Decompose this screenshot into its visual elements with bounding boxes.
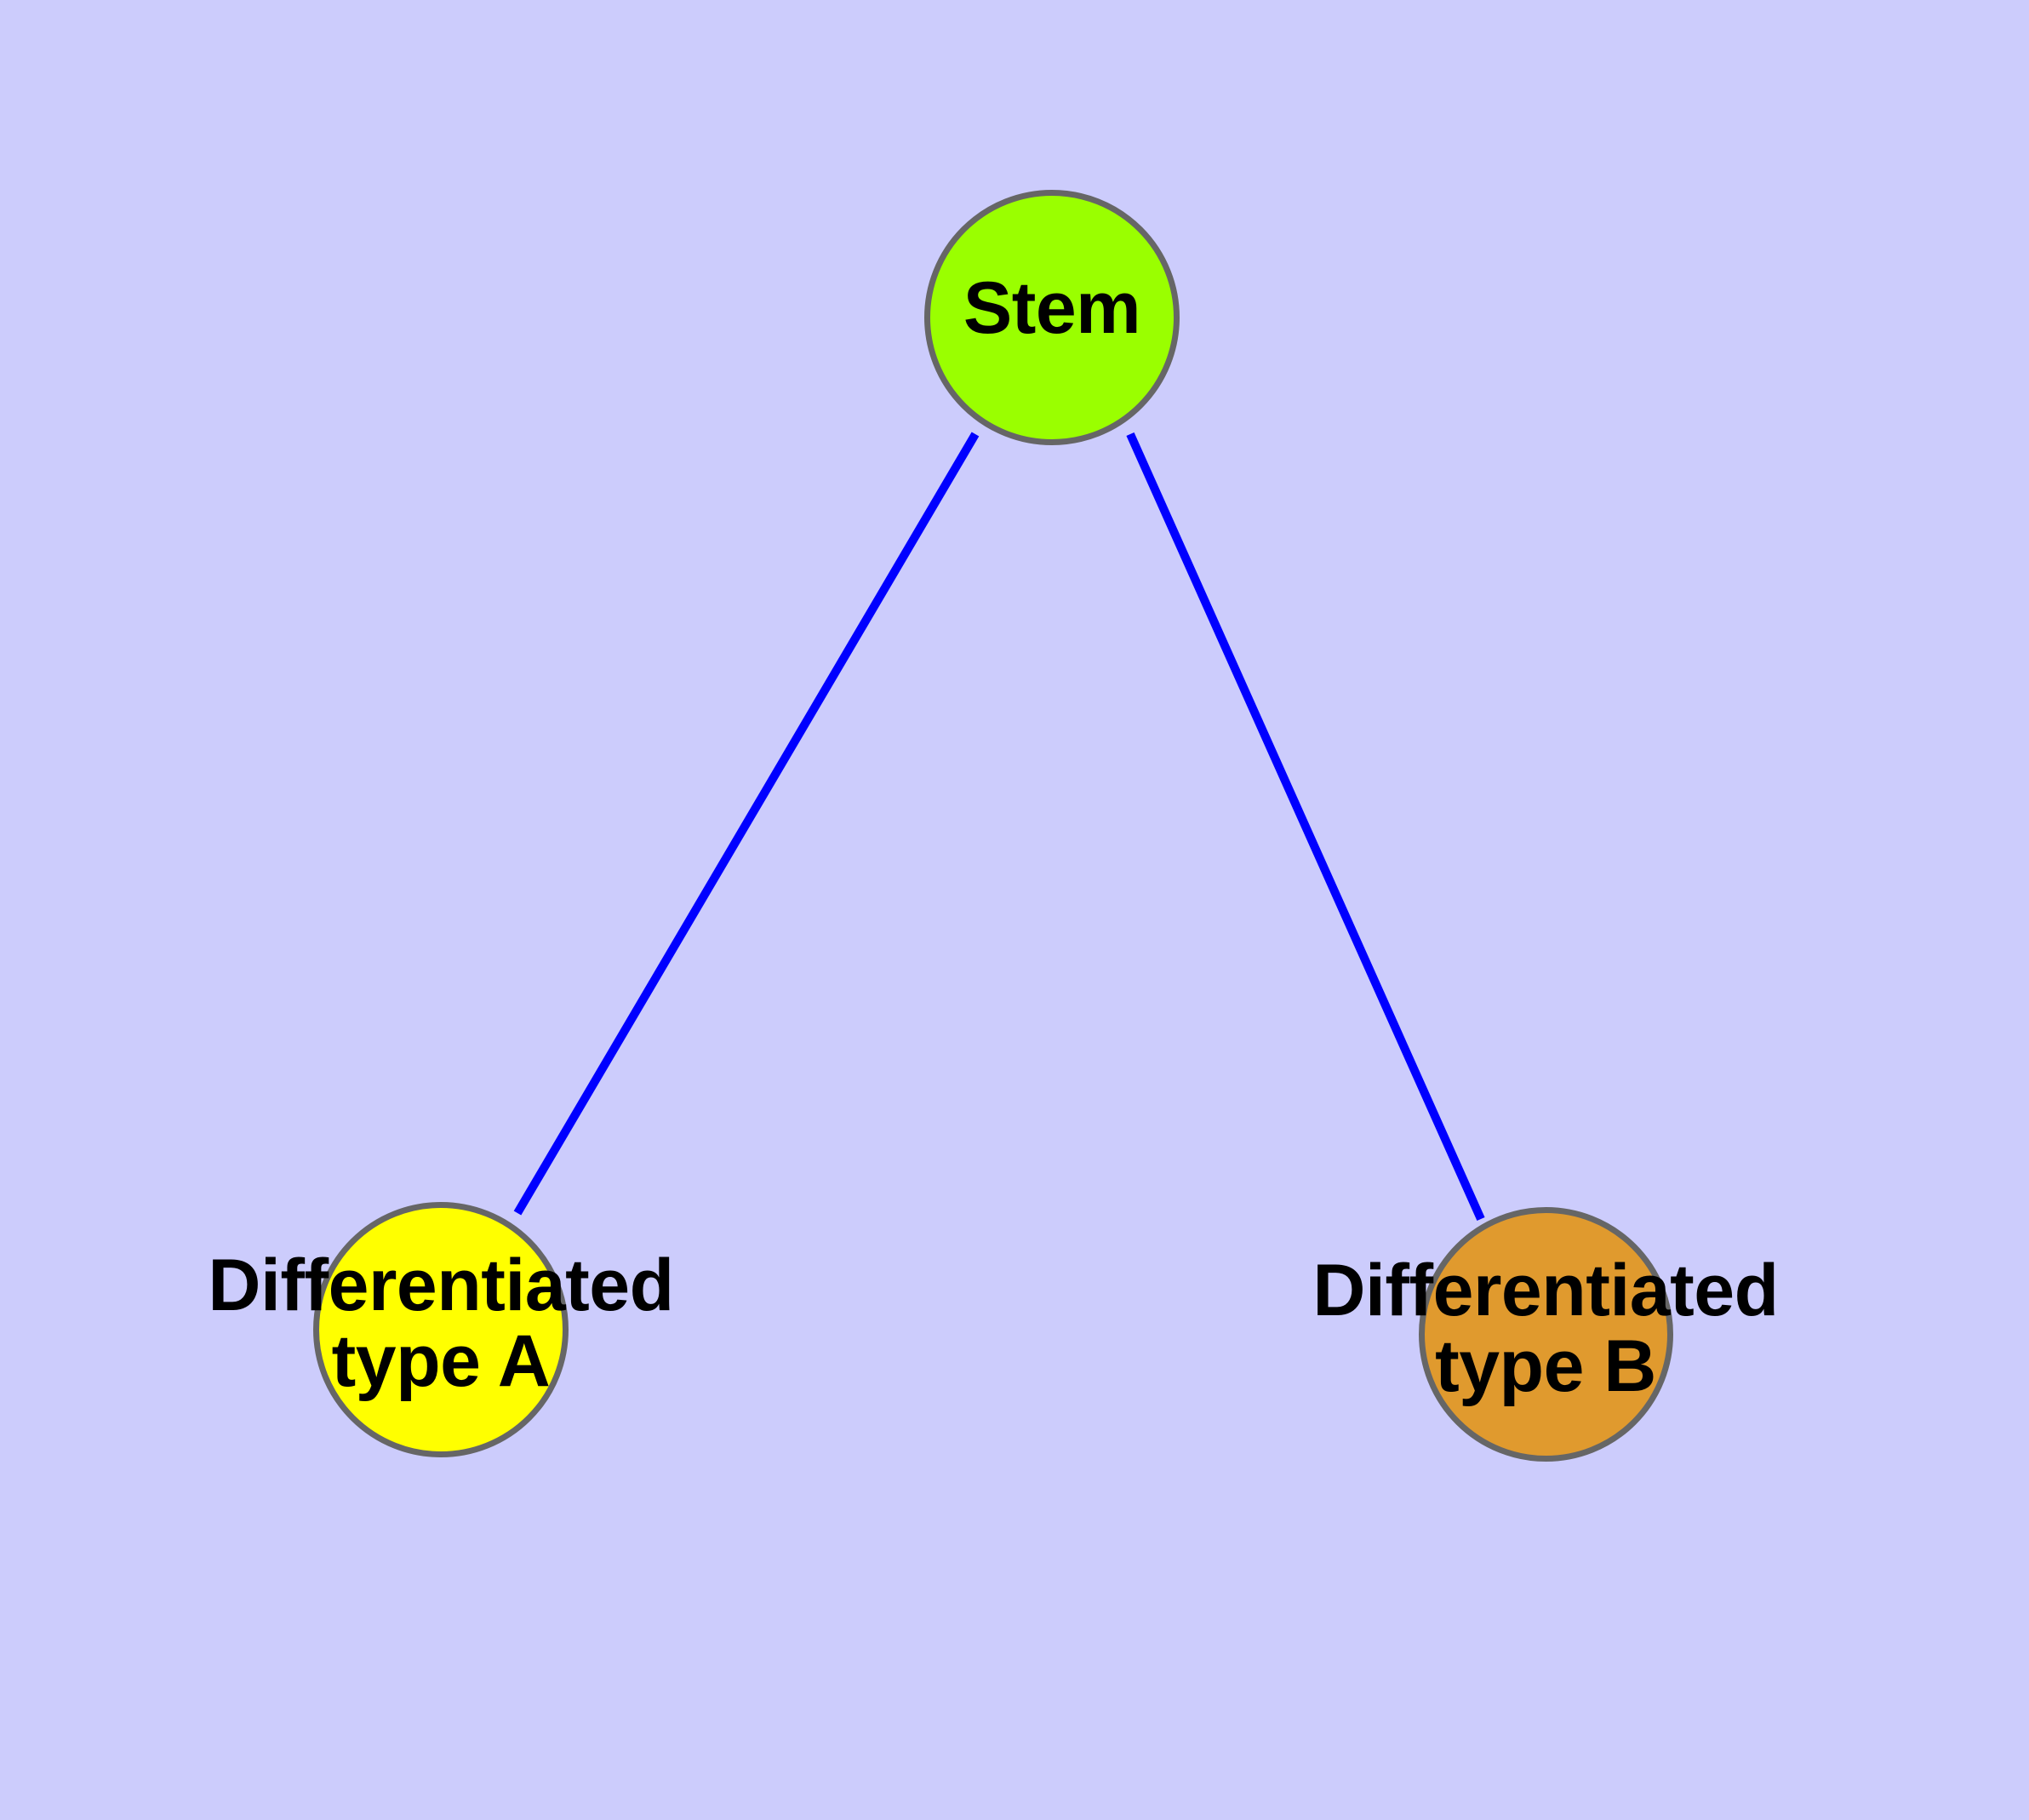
edge-stem-to-differentiated-type-b xyxy=(1126,432,1485,1222)
node-differentiated-type-a[interactable] xyxy=(313,1202,569,1457)
node-differentiated-type-b[interactable] xyxy=(1419,1207,1673,1462)
node-stem[interactable] xyxy=(924,190,1180,445)
edge-stem-to-differentiated-type-a xyxy=(513,432,980,1216)
